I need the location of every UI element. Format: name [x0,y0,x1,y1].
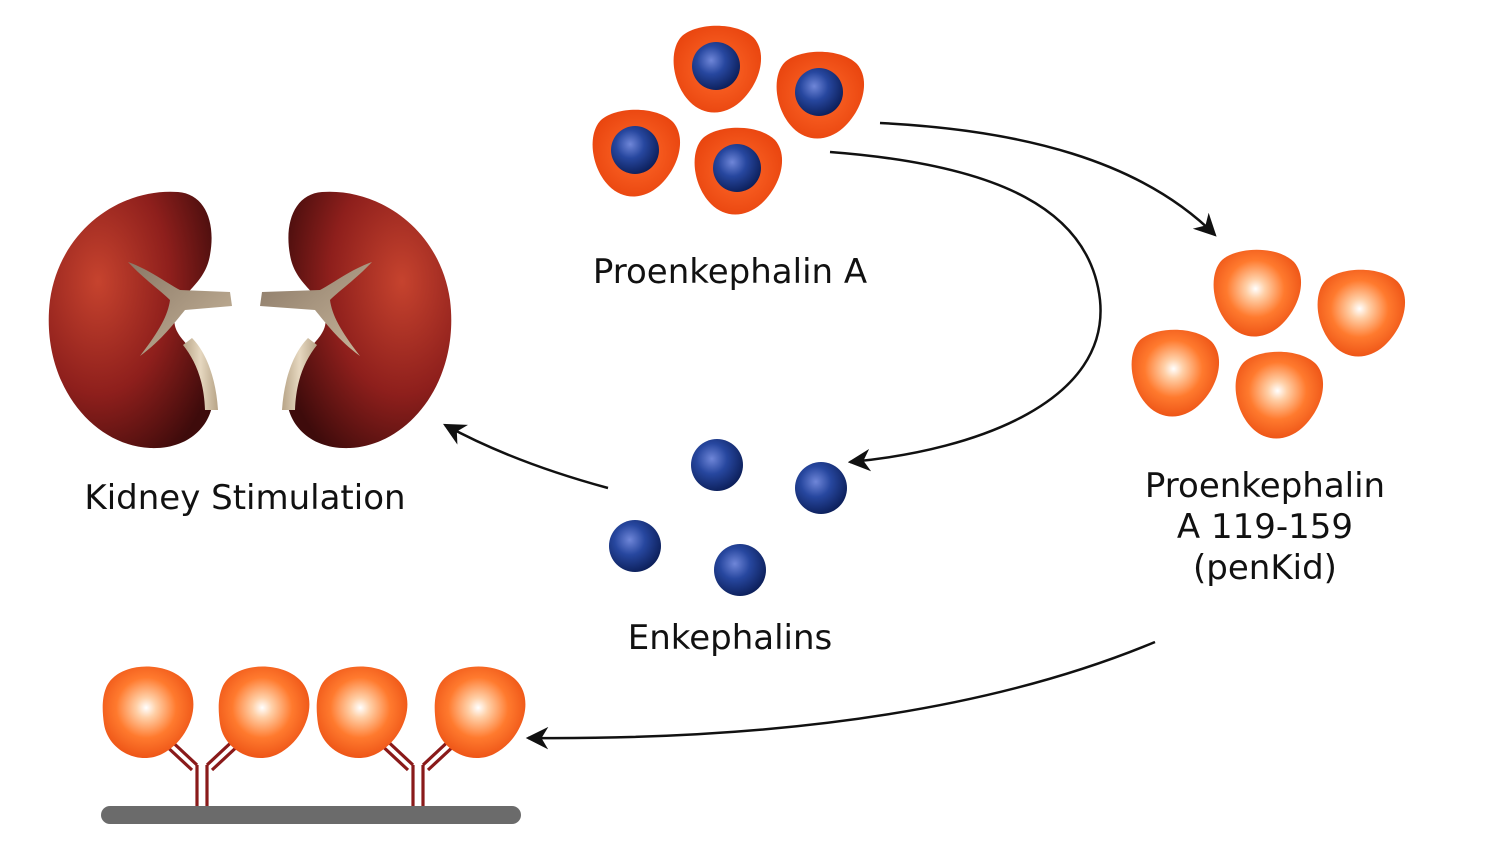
left-kidney [48,191,232,449]
bound-penkid [434,666,526,759]
penkid-molecule [1213,249,1302,337]
penkid-label-line2: A 119-159 [1176,506,1354,547]
antibody [377,734,459,806]
enkephalin-molecule [795,462,847,514]
proenkephalin-a-molecule [592,109,681,197]
enkephalins-label: Enkephalins [627,618,833,658]
immunoassay-icon [101,666,526,824]
proenkephalin-a-molecule [673,25,762,113]
right-kidney [260,191,452,449]
penkid-molecule [1317,269,1406,357]
enkephalins-cluster [609,439,847,596]
penkid-molecule [1235,351,1324,439]
penkid-cluster [1131,249,1406,439]
enkephalin-molecule [714,544,766,596]
bound-penkid [316,666,408,759]
antibody [161,734,243,806]
proenkephalin-a-molecule [694,127,783,215]
arrow-proenk-to-penkid [879,121,1217,237]
penkid-label-line3: (penKid) [1193,547,1337,588]
arrow-proenk-to-enkephalins [829,150,1102,472]
kidney-stimulation-label: Kidney Stimulation [84,478,406,518]
proenkephalin-a-cluster [592,25,865,215]
enkephalin-molecule [609,520,661,572]
bound-penkid [102,666,194,759]
penkid-label-line1: Proenkephalin [1144,466,1386,506]
kidneys-icon [48,191,452,449]
arrow-penkid-to-assay [525,640,1156,750]
bound-penkid [218,666,310,759]
arrow-enkephalins-to-kidney [443,423,609,490]
penkid-label: Proenkephalin A 119-159 (penKid) [1100,466,1430,588]
proenkephalin-a-label: Proenkephalin A [592,252,868,292]
penkid-molecule [1131,329,1220,417]
enkephalin-molecule [691,439,743,491]
proenkephalin-a-molecule [776,51,865,139]
